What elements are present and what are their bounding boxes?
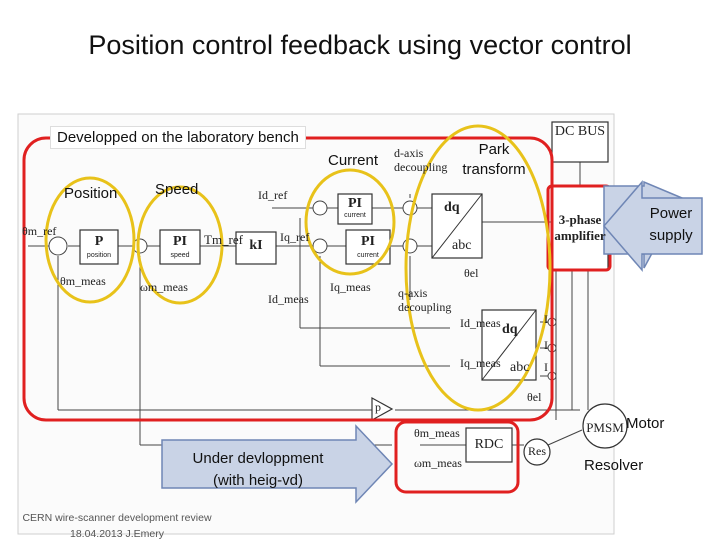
omega-m-meas-out-label: ωm_meas: [414, 456, 462, 470]
iq-meas-inv-label: Iq_meas: [460, 356, 501, 370]
rdc-block: [465, 427, 513, 463]
park-transform-label: Park transform: [462, 141, 526, 178]
page-title: Position control feedback using vector c…: [88, 30, 632, 60]
current-pi-d-block: [337, 193, 373, 225]
p-label: P: [94, 234, 104, 249]
position-highlight: [44, 176, 136, 304]
current-sub-q-label: current: [357, 252, 379, 259]
ki-label: kI: [249, 238, 263, 253]
theta-meas-label: θm_meas: [60, 274, 106, 288]
inverse-park-dq-label: dq: [502, 322, 518, 337]
theta-ref-label: θm_ref: [22, 224, 57, 238]
summing-junctions: [48, 200, 557, 381]
pmsm-label: PMSM: [586, 420, 624, 435]
footer-line-1: CERN wire-scanner development review: [22, 512, 212, 524]
inverse-park-diagonal: [481, 309, 537, 381]
under-development-arrow: [161, 424, 394, 504]
ia-label: I: [544, 312, 548, 326]
id-meas-label: Id_meas: [268, 292, 309, 306]
id-ref-label: Id_ref: [258, 188, 288, 202]
dc-bus-label: DC BUS: [554, 124, 606, 139]
theta-el-label: θel: [464, 266, 479, 280]
power-supply-label: Power supply: [649, 205, 693, 244]
current-sub-d-label: current: [344, 212, 366, 219]
amplifier-label: 3-phase amplifier: [554, 212, 606, 243]
omega-meas-label: ωm_meas: [140, 280, 188, 294]
current-pi-q-label: PI: [361, 234, 375, 249]
sum-id: [312, 200, 328, 216]
d-axis-decoupling-label: d-axis decoupling: [394, 146, 448, 174]
park-dq-label: dq: [444, 200, 460, 215]
theta-m-meas-out-label: θm_meas: [414, 426, 460, 440]
ic-label: I: [544, 360, 548, 374]
sum-position: [48, 236, 68, 256]
position-sub-label: position: [86, 252, 112, 259]
gain-p-triangle: [371, 396, 394, 422]
footer: CERN wire-scanner development review 18.…: [12, 510, 222, 542]
theta-el-out-label: θel: [527, 390, 542, 404]
q-axis-decoupling-label: q-axis decoupling: [398, 286, 452, 314]
rdc-box: [394, 420, 520, 494]
position-p-block: [79, 229, 119, 265]
lab-bench-label: Developped on the laboratory bench: [50, 126, 306, 149]
inverse-park-abc-label: abc: [510, 360, 530, 375]
current-highlight: [304, 168, 396, 276]
current-label: Current: [328, 152, 379, 169]
iq-ref-label: Iq_ref: [280, 230, 310, 244]
speed-sub-label: speed: [170, 252, 190, 259]
rdc-label: RDC: [474, 437, 504, 452]
motor-label: Motor: [626, 415, 665, 432]
speed-label: Speed: [155, 181, 199, 198]
sum-iq: [312, 238, 328, 254]
speed-pi-label: PI: [173, 234, 187, 249]
park-abc-label: abc: [452, 238, 472, 253]
ki-block: [235, 231, 277, 265]
iq-meas-label: Iq_meas: [330, 280, 371, 294]
id-meas-inv-label: Id_meas: [460, 316, 501, 330]
motor-pmsm: [582, 403, 628, 449]
speed-pi-block: [159, 229, 201, 265]
ib-label: I: [544, 338, 548, 352]
speed-highlight: [136, 185, 224, 305]
tm-ref-label: Tm_ref: [204, 232, 243, 247]
current-pi-d-label: PI: [348, 196, 362, 211]
amplifier-block: [551, 185, 609, 271]
gain-p-label: p: [375, 400, 381, 414]
res-label: Res: [528, 444, 546, 458]
resolver-res: [523, 438, 551, 466]
resolver-label: Resolver: [584, 457, 644, 474]
park-diagonal: [431, 193, 483, 259]
park-highlight: [404, 124, 552, 412]
footer-line-2: 18.04.2013 J.Emery: [70, 528, 164, 540]
yellow-highlights: [44, 124, 552, 412]
position-label: Position: [64, 185, 118, 202]
under-development-label: Under devloppment (with heig-vd): [192, 450, 324, 489]
dc-bus-block: [551, 121, 609, 163]
